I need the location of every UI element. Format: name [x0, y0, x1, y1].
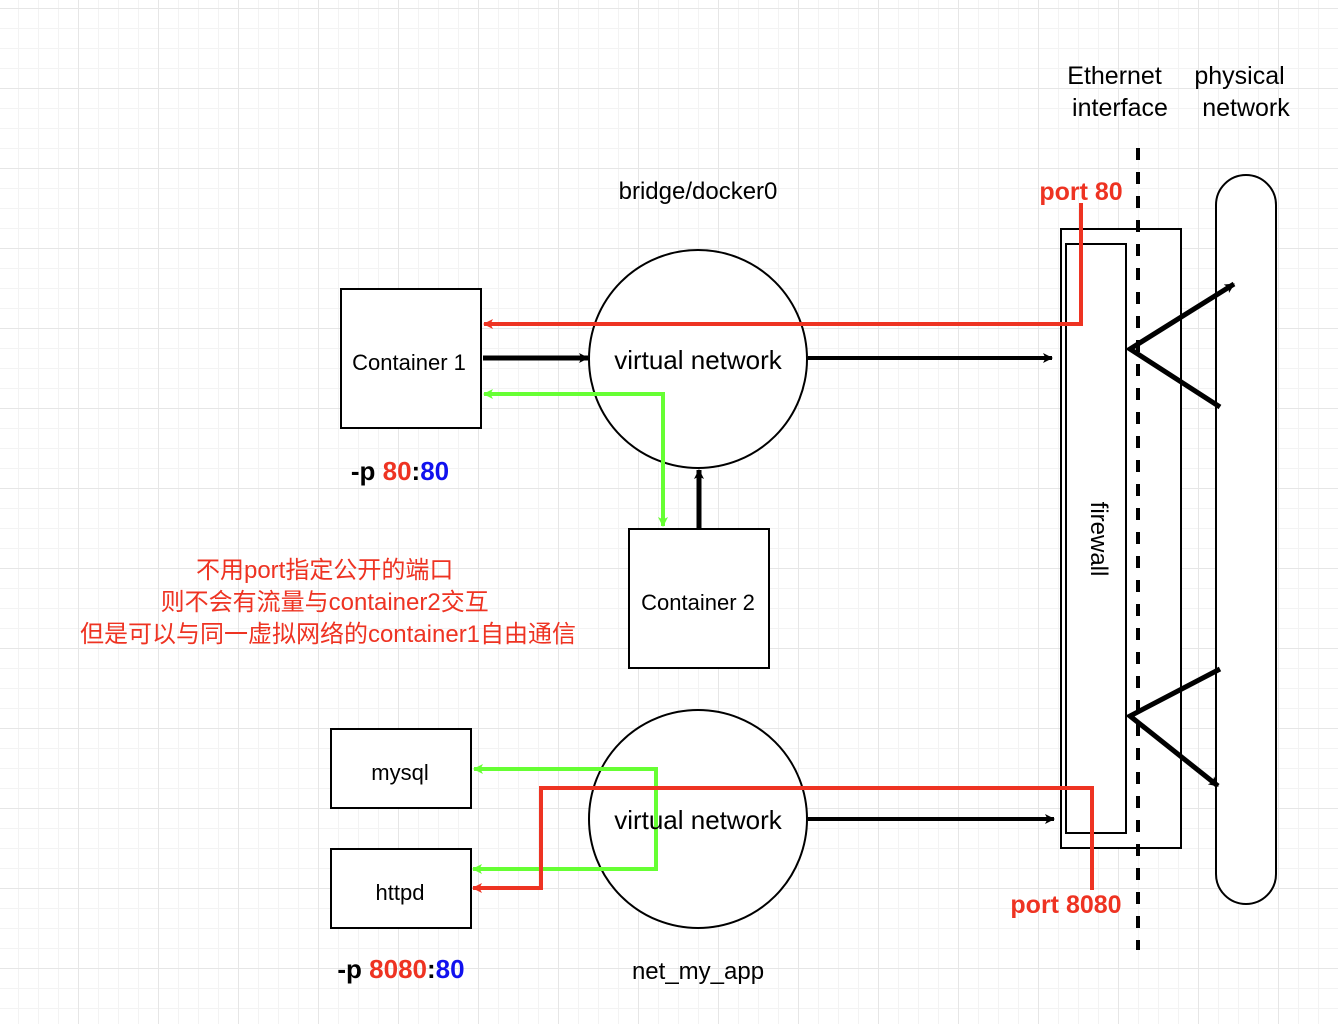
virtual-network-circle-top	[588, 249, 808, 469]
ethernet-interface-label: Ethernet interface	[1067, 62, 1168, 122]
bridge-label: bridge/docker0	[619, 178, 778, 205]
annotation-note: 不用port指定公开的端口 则不会有流量与container2交互 但是可以与同…	[80, 557, 576, 648]
virtual-network-label-bottom: virtual network	[614, 805, 783, 835]
httpd-box	[330, 848, 472, 929]
physical-network-shape	[1215, 174, 1277, 905]
container1-box	[340, 288, 482, 429]
firewall-to-physical-top	[1125, 281, 1236, 410]
mysql-box	[330, 728, 472, 809]
virtual-network-circle-bottom	[588, 709, 808, 929]
firewall-label: firewall	[1085, 502, 1112, 577]
port80-traffic-path	[483, 203, 1083, 329]
port8080-traffic-path	[472, 786, 1094, 893]
httpd-label: httpd	[376, 880, 425, 905]
virtual-network-label-top: virtual network	[614, 345, 783, 375]
port-flag-container1: -p 80:80	[351, 456, 449, 486]
firewall-box	[1065, 243, 1127, 834]
firewall-to-physical-bottom	[1125, 666, 1222, 788]
container2-label: Container 2	[641, 590, 755, 615]
container2-box	[628, 528, 770, 669]
mysql-label: mysql	[371, 760, 428, 785]
port80-label: port 80	[1039, 178, 1122, 206]
port-flag-httpd: -p 8080:80	[337, 954, 464, 984]
mysql-httpd-traffic-path	[472, 767, 658, 874]
physical-network-label: physical network	[1194, 62, 1291, 122]
container1-label: Container 1	[352, 350, 466, 375]
net-my-app-label: net_my_app	[632, 958, 764, 985]
port8080-label: port 8080	[1010, 891, 1121, 919]
